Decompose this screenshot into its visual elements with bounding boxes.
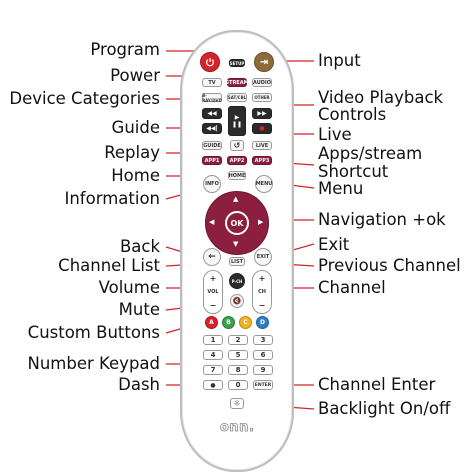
- label-channel-list: Channel List: [58, 256, 160, 275]
- label-dash: Dash: [118, 375, 160, 394]
- bluray-button[interactable]: B-RAY/DVD: [202, 92, 222, 103]
- label-power: Power: [110, 66, 160, 85]
- power-button[interactable]: [200, 52, 220, 72]
- digit-2-button[interactable]: 2: [228, 335, 248, 345]
- label-apps-stream: Apps/stream: [318, 144, 423, 163]
- label-menu: Menu: [318, 179, 364, 198]
- input-icon: ⇥: [259, 56, 269, 68]
- digit-8-button[interactable]: 8: [228, 365, 248, 375]
- ok-button[interactable]: OK: [225, 211, 249, 235]
- label-live: Live: [318, 125, 352, 144]
- dash-button[interactable]: ●: [203, 380, 223, 390]
- down-arrow-icon[interactable]: ▼: [233, 240, 239, 248]
- record-button[interactable]: ●: [252, 123, 272, 134]
- label-device-categories: Device Categories: [9, 89, 160, 108]
- label-video-playback-line2: Controls: [318, 105, 387, 124]
- label-shortcut: Shortcut: [318, 162, 389, 181]
- app3-button[interactable]: APP3: [252, 156, 272, 165]
- input-button[interactable]: ⇥: [254, 52, 274, 72]
- label-volume: Volume: [98, 278, 160, 297]
- list-button[interactable]: LIST: [229, 257, 245, 266]
- label-information: Information: [64, 189, 160, 208]
- label-channel: Channel: [318, 278, 386, 297]
- volume-up-icon[interactable]: +: [209, 274, 217, 283]
- label-mute: Mute: [118, 300, 160, 319]
- channel-up-icon[interactable]: +: [258, 274, 266, 283]
- up-arrow-icon[interactable]: ▲: [233, 195, 239, 203]
- tv-button[interactable]: TV: [202, 78, 222, 87]
- label-back: Back: [119, 237, 160, 256]
- rewind-icon: ◀◀: [207, 110, 217, 117]
- play-pause-button[interactable]: ▶❚❚: [228, 106, 246, 136]
- label-navigation-ok: Navigation +ok: [318, 210, 446, 229]
- label-number-keypad: Number Keypad: [27, 354, 161, 373]
- info-button[interactable]: INFO: [203, 175, 221, 193]
- brand-logo: onn.: [220, 420, 255, 436]
- digit-4-button[interactable]: 4: [203, 350, 223, 360]
- digit-5-button[interactable]: 5: [228, 350, 248, 360]
- mute-icon: 🔇: [232, 297, 242, 305]
- digit-7-button[interactable]: 7: [203, 365, 223, 375]
- channel-down-icon[interactable]: −: [258, 301, 266, 310]
- right-arrow-icon[interactable]: ▶: [258, 218, 264, 226]
- exit-button[interactable]: EXIT: [254, 248, 272, 266]
- label-backlight: Backlight On/off: [318, 399, 451, 418]
- channel-rocker[interactable]: + CH −: [252, 270, 272, 314]
- digit-9-button[interactable]: 9: [253, 365, 273, 375]
- previous-channel-button[interactable]: P-CH: [229, 273, 245, 289]
- label-previous-channel: Previous Channel: [318, 256, 461, 275]
- digit-6-button[interactable]: 6: [253, 350, 273, 360]
- play-icon: ▶: [234, 114, 240, 121]
- live-button[interactable]: LIVE: [252, 141, 272, 150]
- replay-button[interactable]: ↺: [230, 140, 244, 151]
- skip-back-icon: ◀◀|: [206, 125, 218, 132]
- guide-button[interactable]: GUIDE: [202, 141, 222, 150]
- back-button[interactable]: ←: [203, 248, 221, 266]
- audio-button[interactable]: AUDIO: [252, 78, 272, 87]
- backlight-icon: ☼: [233, 399, 241, 408]
- label-exit: Exit: [318, 235, 350, 254]
- custom-button-d[interactable]: D: [256, 316, 269, 329]
- enter-button[interactable]: ENTER: [253, 380, 273, 390]
- left-arrow-icon[interactable]: ◀: [209, 218, 215, 226]
- label-guide: Guide: [111, 118, 160, 137]
- label-program: Program: [90, 40, 160, 59]
- digit-3-button[interactable]: 3: [253, 335, 273, 345]
- menu-button[interactable]: MENU: [255, 175, 273, 193]
- backlight-button[interactable]: ☼: [230, 398, 244, 409]
- label-input: Input: [318, 51, 361, 70]
- label-replay: Replay: [104, 143, 160, 162]
- digit-0-button[interactable]: 0: [228, 380, 248, 390]
- label-channel-enter: Channel Enter: [318, 375, 436, 394]
- label-home: Home: [111, 166, 160, 185]
- volume-label: VOL: [207, 289, 219, 295]
- setup-button[interactable]: SETUP: [229, 59, 245, 67]
- mute-button[interactable]: 🔇: [230, 294, 244, 308]
- home-button[interactable]: HOME: [228, 171, 246, 180]
- label-custom-buttons: Custom Buttons: [27, 323, 160, 342]
- fast-forward-icon: ▶▶: [257, 110, 267, 117]
- label-video-playback-line1: Video Playback: [318, 88, 444, 107]
- app1-button[interactable]: APP1: [202, 156, 222, 165]
- sat-cbl-button[interactable]: SAT/CBL: [227, 93, 247, 102]
- digit-1-button[interactable]: 1: [203, 335, 223, 345]
- back-arrow-icon: ←: [208, 252, 216, 262]
- volume-rocker[interactable]: + VOL −: [203, 270, 223, 314]
- custom-button-c[interactable]: C: [239, 316, 252, 329]
- stream-button[interactable]: STREAM: [225, 78, 249, 87]
- pause-icon: ❚❚: [231, 121, 243, 128]
- volume-down-icon[interactable]: −: [209, 301, 217, 310]
- replay-icon: ↺: [233, 141, 241, 150]
- record-icon: ●: [259, 125, 265, 132]
- custom-button-b[interactable]: B: [222, 316, 235, 329]
- custom-button-a[interactable]: A: [205, 316, 218, 329]
- fast-forward-button[interactable]: ▶▶: [252, 108, 272, 119]
- rewind-button[interactable]: ◀◀: [202, 108, 222, 119]
- app2-button[interactable]: APP2: [227, 156, 247, 165]
- channel-label: CH: [258, 289, 266, 295]
- other-button[interactable]: OTHER: [252, 93, 272, 102]
- skip-back-button[interactable]: ◀◀|: [202, 123, 222, 134]
- power-icon: [205, 58, 215, 67]
